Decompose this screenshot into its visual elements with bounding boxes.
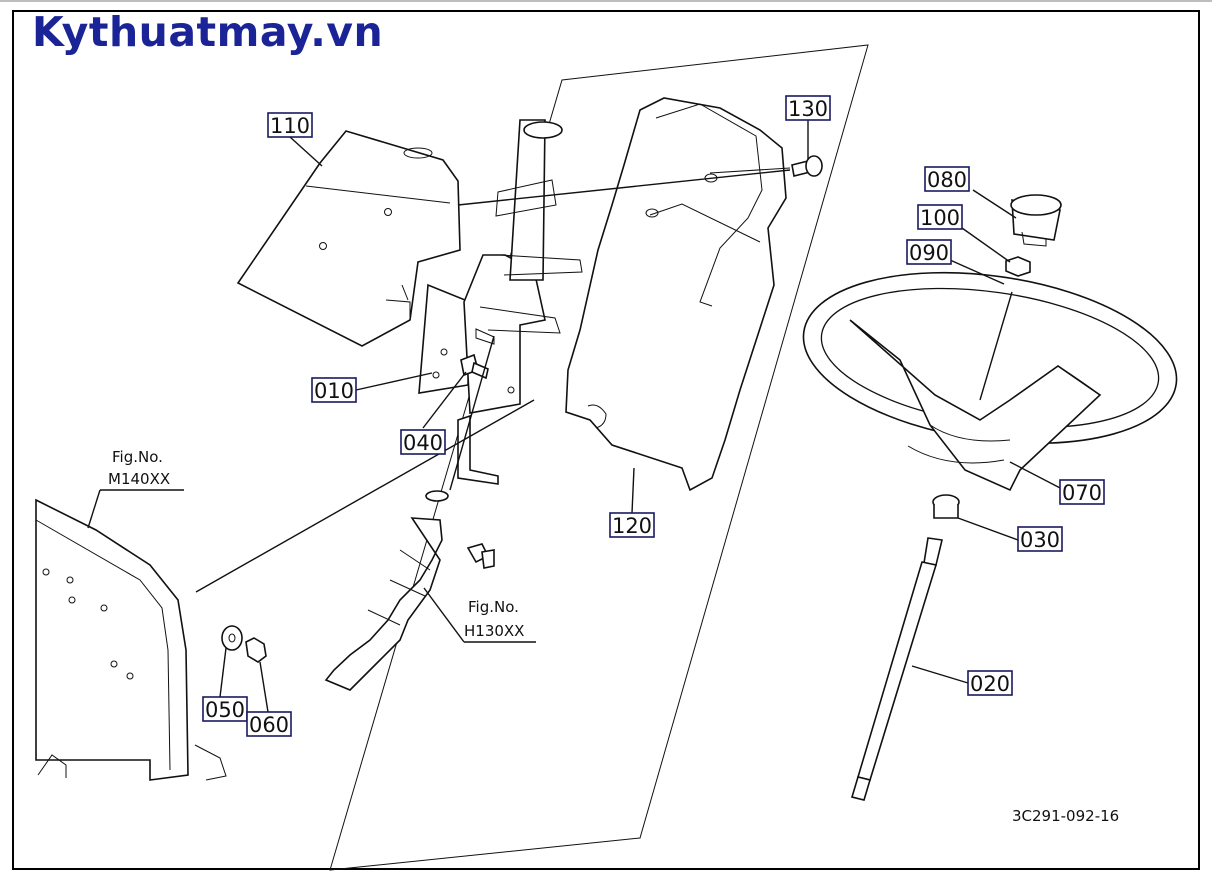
washer-050: [221, 625, 243, 651]
svg-text:H130XX: H130XX: [464, 622, 524, 640]
svg-text:130: 130: [788, 97, 828, 121]
upper-cover-110: [236, 130, 461, 347]
nut-060: [245, 637, 267, 663]
nut-100: [1005, 256, 1031, 277]
svg-text:090: 090: [909, 241, 949, 265]
universal-joint: [324, 490, 495, 691]
label-030: 030: [1017, 526, 1063, 552]
chassis-frame: [35, 498, 227, 781]
label-010: 010: [311, 377, 357, 403]
brand-watermark: Kythuatmay.vn: [32, 8, 384, 56]
label-080: 080: [924, 166, 970, 192]
bolt-040: [460, 353, 489, 380]
svg-text:Fig.No.: Fig.No.: [468, 598, 519, 616]
bushing-030: [932, 494, 960, 519]
side-panel-120: [565, 97, 791, 492]
svg-text:070: 070: [1062, 481, 1102, 505]
label-090: 090: [906, 239, 952, 265]
screw-130: [791, 155, 823, 177]
svg-text:050: 050: [205, 698, 245, 722]
svg-text:080: 080: [927, 168, 967, 192]
svg-text:030: 030: [1020, 528, 1060, 552]
svg-text:100: 100: [920, 206, 960, 230]
label-120: 120: [609, 512, 655, 538]
svg-text:120: 120: [612, 514, 652, 538]
svg-text:010: 010: [314, 379, 354, 403]
svg-text:060: 060: [249, 713, 289, 737]
svg-text:M140XX: M140XX: [108, 470, 170, 488]
label-020: 020: [967, 670, 1013, 696]
label-050: 050: [202, 696, 248, 722]
hub-cap-080: [1010, 194, 1062, 247]
label-100: 100: [917, 204, 963, 230]
label-110: 110: [267, 112, 313, 138]
diagram-code: 3C291-092-16: [1012, 807, 1119, 825]
ref-m140xx: Fig.No. M140XX: [108, 448, 170, 488]
steering-shaft-020: [850, 537, 943, 801]
diagram-frame: [12, 10, 1200, 870]
label-040: 040: [400, 429, 446, 455]
label-070: 070: [1059, 479, 1105, 505]
svg-text:110: 110: [270, 114, 310, 138]
svg-text:020: 020: [970, 672, 1010, 696]
svg-text:040: 040: [403, 431, 443, 455]
leader-lines: [87, 120, 1065, 713]
ref-h130xx: Fig.No. H130XX: [464, 598, 524, 640]
top-border-line: [0, 0, 1212, 2]
column-bracket-010: [418, 119, 583, 485]
svg-text:Fig.No.: Fig.No.: [112, 448, 163, 466]
steering-wheel-070: [802, 271, 1178, 492]
label-060: 060: [246, 711, 292, 737]
label-130: 130: [785, 95, 831, 121]
